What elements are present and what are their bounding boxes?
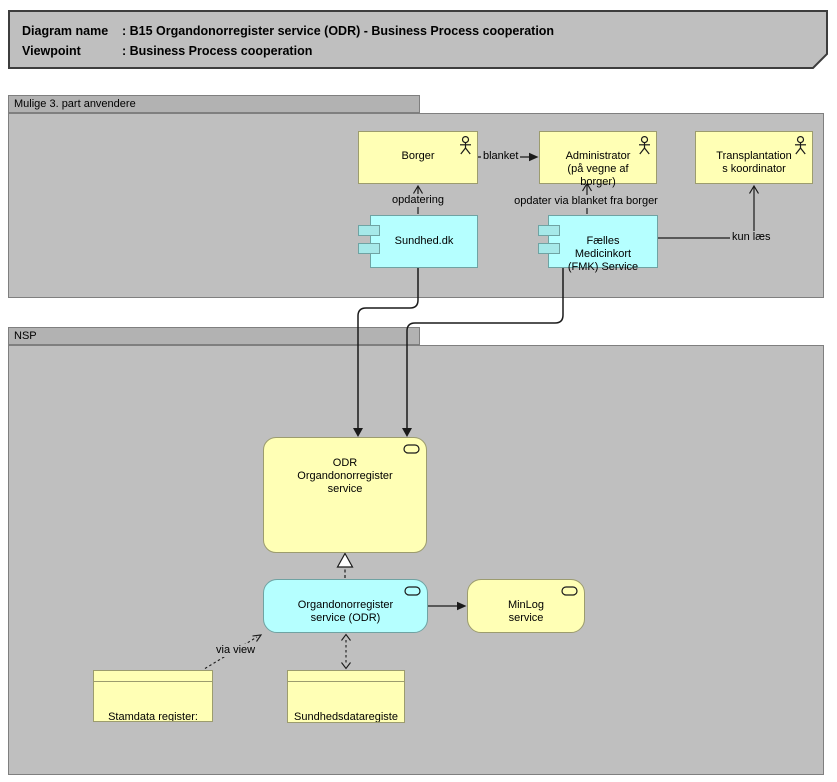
group-nsp-header: NSP — [8, 327, 420, 345]
service-odr-business-label: ODR Organdonorregister service — [297, 457, 393, 495]
service-odr-app-label: Organdonorregister service (ODR) — [297, 599, 394, 624]
data-object-band — [288, 671, 404, 682]
component-icon — [358, 243, 380, 254]
title-block: Diagram name : B15 Organdonorregister ser… — [8, 10, 827, 68]
viewpoint-line: Viewpoint : Business Process cooperation — [22, 41, 827, 61]
business-actor-icon — [460, 136, 471, 155]
rel-label-opdatering: opdatering — [390, 194, 446, 207]
service-minlog-label: MinLog service — [507, 599, 545, 624]
component-icon — [358, 225, 380, 236]
rel-label-kun-laes: kun læs — [730, 231, 773, 244]
data-object-sundhedsdata-label: Sundhedsdataregiste r: Organdonorregiste… — [294, 711, 398, 723]
component-fmk-service: Fælles Medicinkort (FMK) Service — [548, 215, 658, 273]
rel-label-opdater-via-blanket: opdater via blanket fra borger — [512, 195, 660, 208]
data-object-sundhedsdataregister: Sundhedsdataregiste r: Organdonorregiste… — [287, 670, 405, 723]
service-odr-app: Organdonorregister service (ODR) — [263, 579, 428, 633]
rel-label-blanket: blanket — [481, 150, 521, 163]
viewpoint-value: : Business Process cooperation — [122, 44, 313, 58]
service-icon — [561, 586, 578, 596]
component-icon — [538, 225, 560, 236]
rel-label-via-view: via view — [214, 644, 258, 657]
data-object-band — [94, 671, 212, 682]
component-icon — [538, 243, 560, 254]
title-note-shape — [8, 10, 828, 69]
business-actor-icon — [639, 136, 650, 155]
actor-transplant-koordinator: Transplantation s koordinator — [695, 131, 813, 184]
diagram-name-value: : B15 Organdonorregister service (ODR) -… — [122, 24, 555, 38]
service-icon — [403, 444, 420, 454]
component-sundhed-label: Sundhed.dk — [394, 235, 454, 247]
actor-administrator: Administrator (på vegne af borger) — [539, 131, 657, 188]
service-icon — [404, 586, 421, 596]
data-object-stamdata-label: Stamdata register: CPR — [108, 711, 198, 722]
actor-administrator-label: Administrator (på vegne af borger) — [565, 150, 631, 188]
business-actor-icon — [795, 136, 806, 155]
group-third-party-label: Mulige 3. part anvendere — [14, 98, 136, 110]
actor-transplant-label: Transplantation s koordinator — [716, 150, 792, 175]
service-minlog: MinLog service — [467, 579, 585, 633]
group-nsp-label: NSP — [14, 330, 37, 342]
service-odr-business: ODR Organdonorregister service — [263, 437, 427, 553]
diagram-name-line: Diagram name : B15 Organdonorregister ser… — [22, 21, 827, 41]
data-object-stamdata-cpr: Stamdata register: CPR — [93, 670, 213, 722]
viewpoint-label: Viewpoint — [22, 44, 81, 58]
actor-borger: Borger — [358, 131, 478, 184]
component-sundhed-dk: Sundhed.dk — [370, 215, 478, 268]
group-third-party-header: Mulige 3. part anvendere — [8, 95, 420, 113]
component-fmk-label: Fælles Medicinkort (FMK) Service — [567, 235, 639, 273]
diagram-name-label: Diagram name — [22, 24, 109, 38]
actor-borger-label: Borger — [401, 150, 435, 162]
